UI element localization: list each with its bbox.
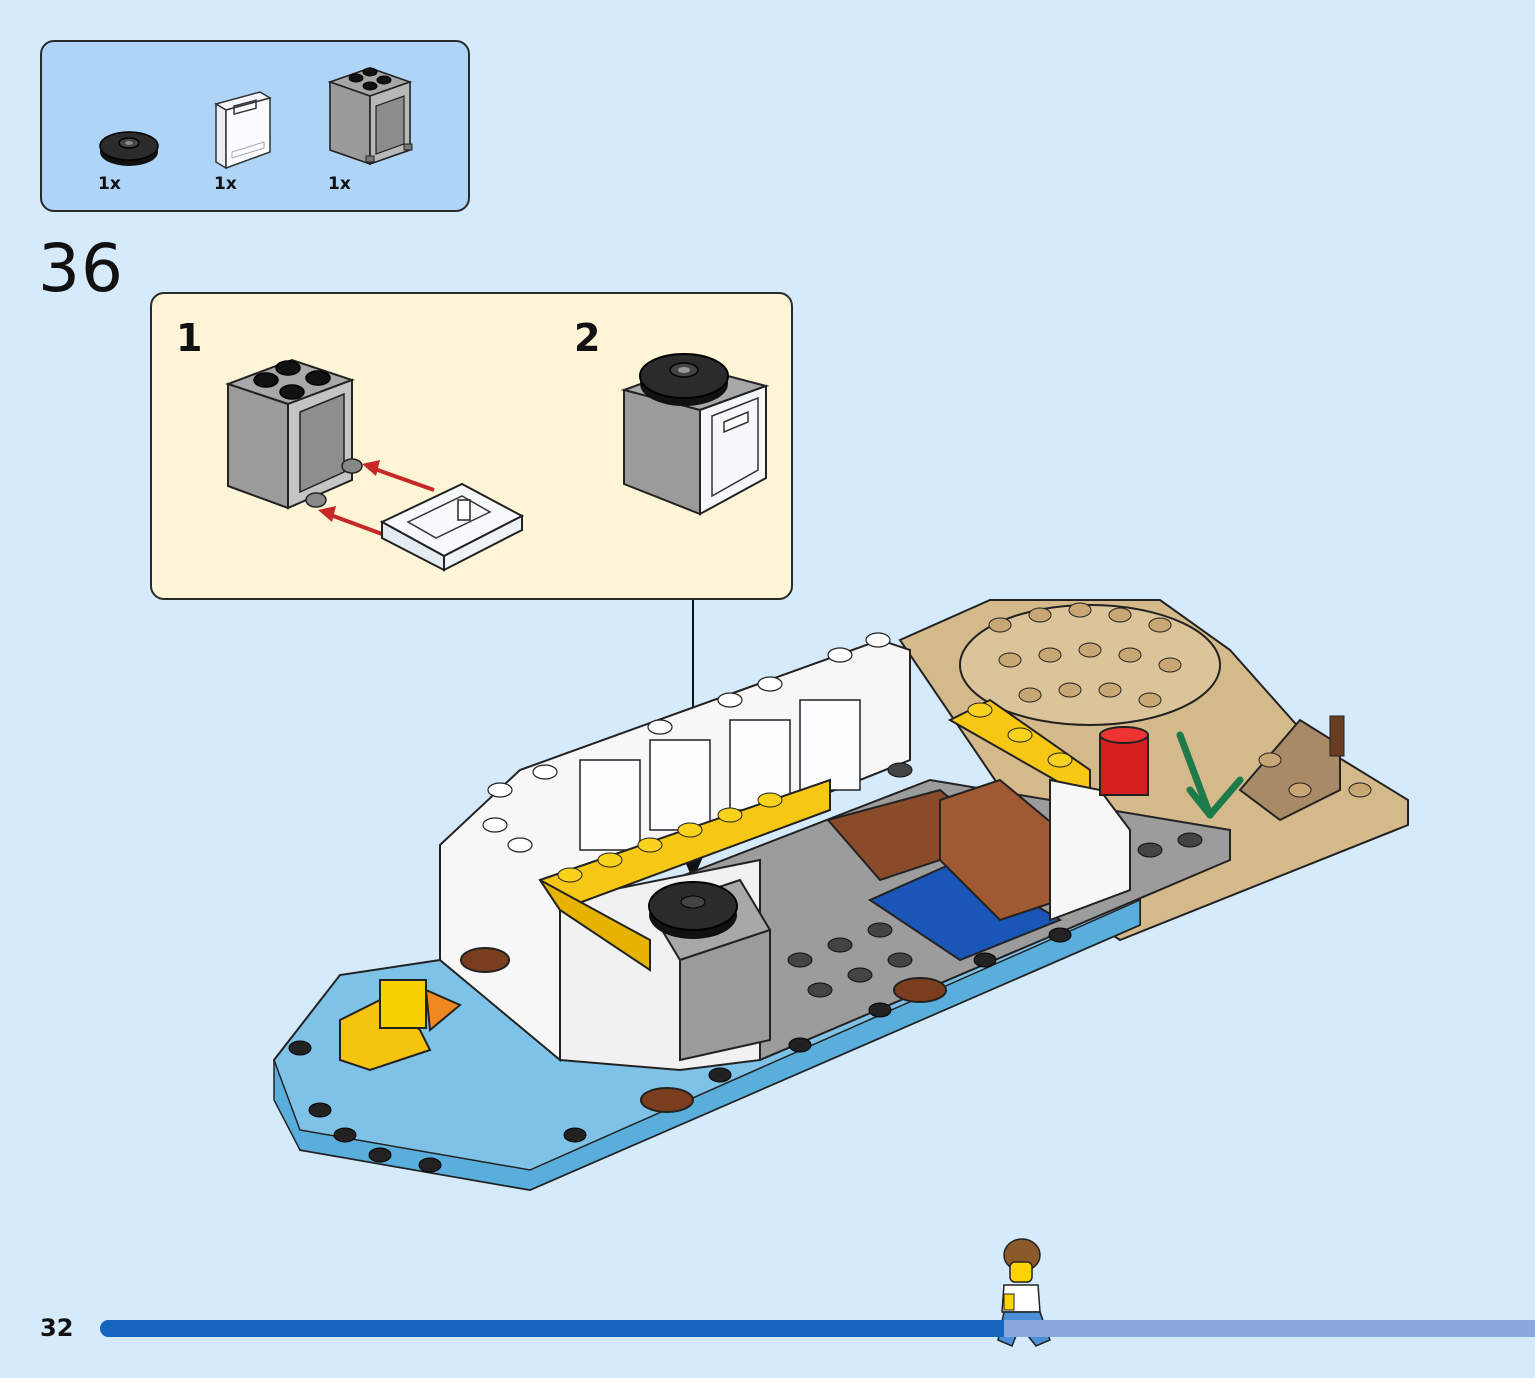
sub-step-1-illustration	[225, 358, 525, 572]
part-qty-3: 1x	[328, 174, 351, 194]
transparent-door-icon	[214, 91, 272, 170]
round-plate-black-icon	[99, 131, 159, 166]
part-qty-2: 1x	[214, 174, 237, 194]
parts-list-box: 1x 1x 1x	[40, 40, 470, 212]
page-number: 32	[40, 1314, 74, 1342]
progress-bar	[100, 1320, 1535, 1337]
grey-cupboard-icon	[327, 67, 413, 166]
sub-assembly-box: 1 2	[150, 292, 793, 600]
step-number: 36	[38, 230, 124, 307]
progress-bar-fill	[100, 1320, 1005, 1337]
part-qty-1: 1x	[98, 174, 121, 194]
sub-step-number-2: 2	[574, 316, 601, 360]
sub-step-number-1: 1	[176, 316, 203, 360]
sub-step-2-illustration	[620, 353, 770, 516]
minifigure-icon	[997, 1238, 1051, 1347]
